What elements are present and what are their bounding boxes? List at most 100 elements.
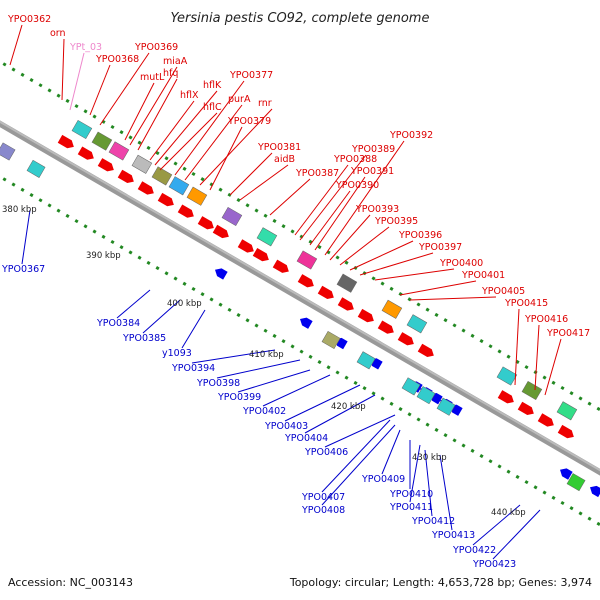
tick-track <box>2 62 600 526</box>
map-title: Yersinia pestis CO92, complete genome <box>171 11 430 26</box>
tick-mark <box>380 396 385 401</box>
tick-mark <box>596 406 600 411</box>
tick-mark <box>200 177 205 182</box>
reverse-gene-label: YPO0411 <box>389 502 433 513</box>
reverse-gene-label: YPO0410 <box>389 489 433 500</box>
tick-mark <box>524 480 529 485</box>
tick-mark <box>47 203 52 208</box>
tick-mark <box>281 224 286 229</box>
gene-arrow <box>215 268 228 280</box>
leader-line <box>216 359 301 379</box>
leader-line <box>184 104 243 181</box>
gene-arrow <box>157 192 174 207</box>
leader-line <box>381 429 401 475</box>
leader-line <box>159 112 218 171</box>
tick-mark <box>20 187 25 192</box>
tick-mark <box>119 245 124 250</box>
forward-gene-label: YPO0362 <box>7 14 51 25</box>
tick-mark <box>65 213 70 218</box>
feature-box <box>256 227 278 247</box>
tick-mark <box>362 386 367 391</box>
leader-line <box>329 214 371 261</box>
forward-gene-label: YPO0377 <box>229 70 273 81</box>
gene-arrow <box>177 204 194 218</box>
forward-gene-label: hflK <box>203 80 222 91</box>
feature-box <box>381 299 403 319</box>
feature-box <box>556 401 578 421</box>
tick-mark <box>110 124 115 130</box>
tick-mark <box>2 62 7 67</box>
reverse-gene-label: YPO0413 <box>431 530 475 541</box>
tick-mark <box>200 292 205 297</box>
tick-mark <box>389 286 394 291</box>
leader-line <box>409 444 421 503</box>
tick-mark <box>587 401 592 406</box>
leader-line <box>61 38 65 101</box>
forward-gene-label: miaA <box>163 56 188 67</box>
tick-mark <box>218 187 223 192</box>
feature-box <box>151 166 173 186</box>
leader-line <box>69 52 85 111</box>
forward-gene-label: YPO0405 <box>481 286 525 297</box>
tick-mark <box>443 318 448 323</box>
tick-mark <box>11 182 16 187</box>
tick-mark <box>164 271 169 276</box>
tick-mark <box>110 239 115 245</box>
forward-gene-label: YPO0391 <box>350 166 394 177</box>
tick-mark <box>488 459 493 464</box>
tick-mark <box>506 354 511 359</box>
forward-gene-label: purA <box>228 94 251 105</box>
tick-mark <box>551 495 556 500</box>
feature-box <box>168 176 190 196</box>
leader-line <box>324 140 405 256</box>
gene-arrow <box>237 239 254 253</box>
tick-mark <box>479 338 484 344</box>
leader-line <box>229 152 273 196</box>
tick-mark <box>335 255 340 260</box>
gene-arrow <box>517 401 534 416</box>
scale-labels: 380 kbp 390 kbp 400 kbp 410 kbp 420 kbp … <box>2 205 526 518</box>
gene-arrow <box>137 181 154 195</box>
tick-mark <box>236 198 241 203</box>
forward-gene-label: YPO0368 <box>95 54 139 65</box>
forward-gene-label: YPO0396 <box>398 230 442 241</box>
reverse-gene-label: YPO0367 <box>1 264 45 275</box>
leader-line <box>359 252 434 276</box>
forward-gene-label: hfq <box>163 68 178 79</box>
backbone <box>0 120 600 476</box>
gene-arrow <box>252 248 269 262</box>
feature-box <box>401 377 421 396</box>
feature-box <box>71 119 93 140</box>
forward-gene-label: YPO0401 <box>461 270 505 281</box>
feature-box <box>26 159 46 178</box>
leader-line <box>492 509 541 560</box>
tick-mark <box>272 218 277 224</box>
leader-line <box>209 126 243 191</box>
reverse-gene-label: YPO0394 <box>171 363 215 374</box>
tick-mark <box>236 313 241 318</box>
leader-line <box>439 454 453 531</box>
leader-line <box>349 240 414 271</box>
tick-mark <box>434 427 439 432</box>
tick-mark <box>218 302 223 307</box>
forward-gene-label: YPO0415 <box>504 298 548 309</box>
tick-mark <box>470 333 475 338</box>
reverse-gene-label: YPO0399 <box>217 392 261 403</box>
scale-label: 380 kbp <box>2 205 37 215</box>
tick-mark <box>452 323 457 328</box>
reverse-gene-label: YPO0408 <box>301 505 345 516</box>
tick-mark <box>344 375 349 380</box>
reverse-gene-label: YPO0384 <box>96 318 140 329</box>
tick-mark <box>299 349 304 354</box>
tick-mark <box>191 286 196 292</box>
leader-line <box>472 504 521 546</box>
tick-mark <box>542 490 547 495</box>
forward-gene-label: hflC <box>203 102 222 113</box>
forward-gene-label: YPO0381 <box>257 142 301 153</box>
tick-mark <box>119 130 124 135</box>
leader-line <box>237 369 311 393</box>
feature-box <box>91 131 113 151</box>
feature-box <box>108 141 130 161</box>
tick-mark <box>56 93 61 98</box>
scale-label: 410 kbp <box>249 350 284 360</box>
